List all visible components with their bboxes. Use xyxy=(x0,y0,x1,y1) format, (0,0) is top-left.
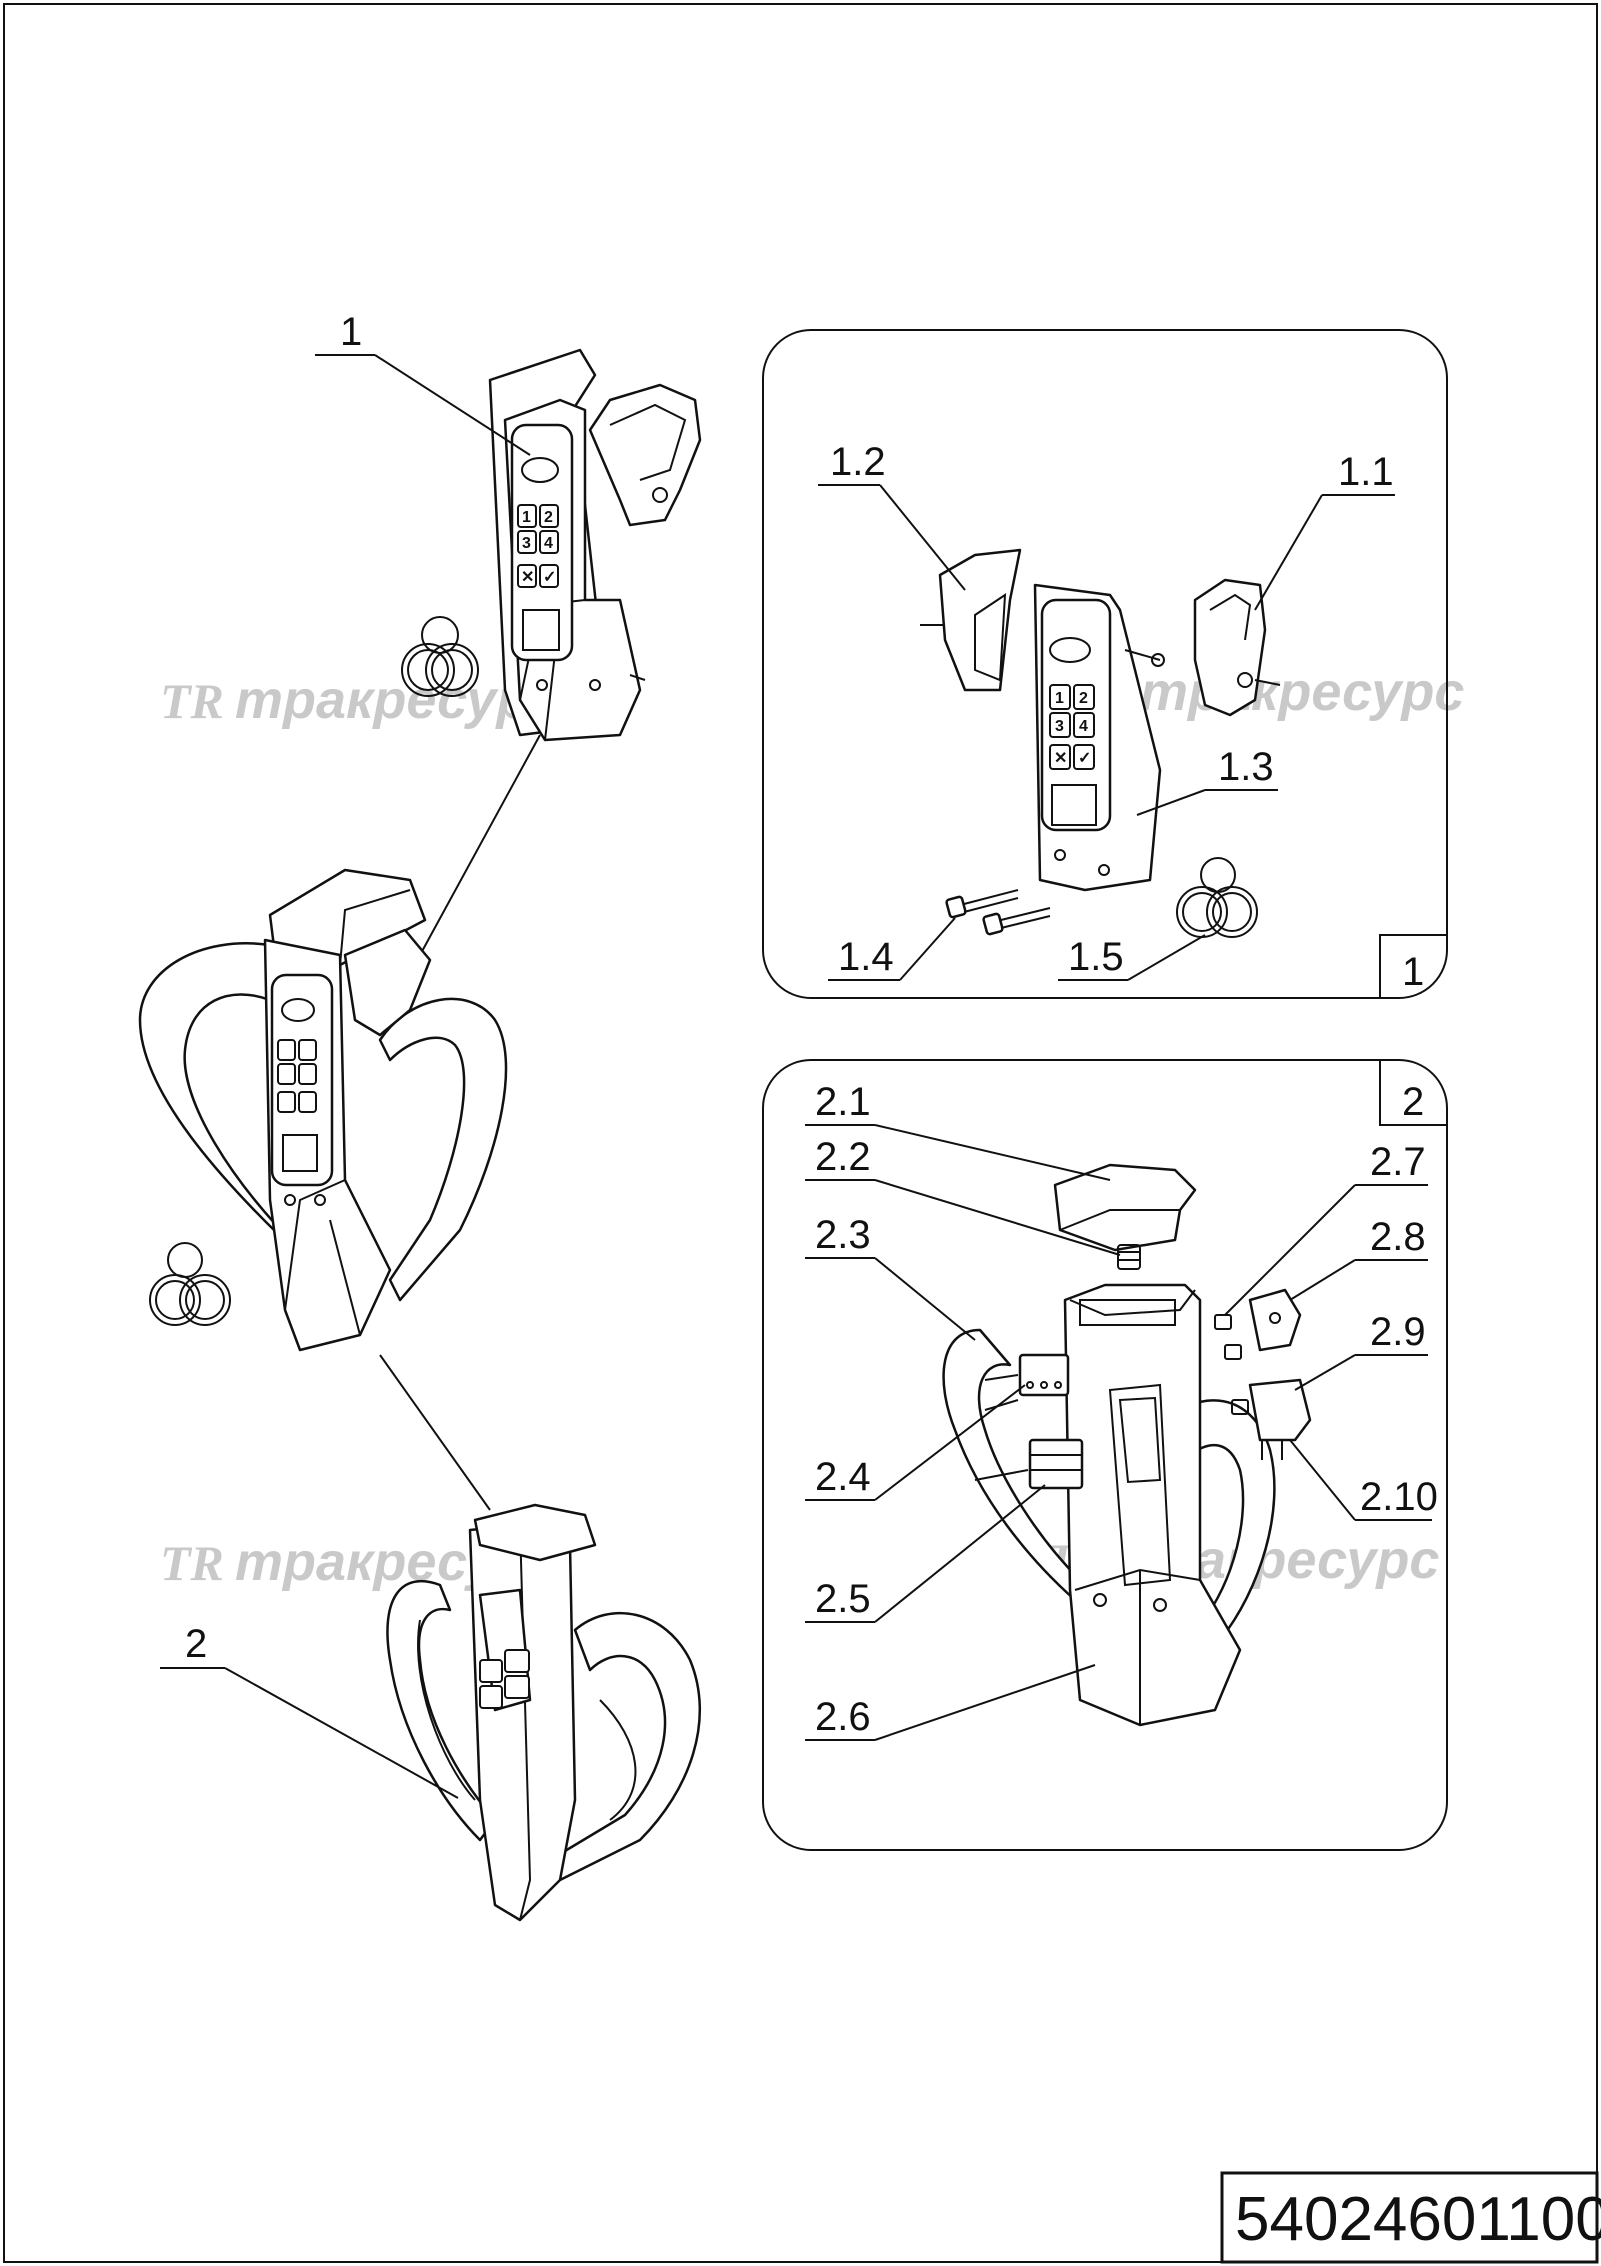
item-2-handle-rear xyxy=(386,1503,702,1922)
svg-text:✕: ✕ xyxy=(1054,750,1067,767)
assembled-handle-front xyxy=(138,868,508,1352)
leader-line xyxy=(379,1354,491,1511)
svg-text:✓: ✓ xyxy=(543,569,556,586)
key-rings-2 xyxy=(149,1242,231,1326)
svg-text:3: 3 xyxy=(522,535,531,552)
callout-1-1: 1.1 xyxy=(1254,450,1395,611)
callout-1-5: 1.5 xyxy=(1058,934,1206,981)
svg-text:1: 1 xyxy=(1055,690,1064,707)
watermark-left: TR тракресурс xyxy=(160,670,559,730)
svg-text:1.4: 1.4 xyxy=(838,935,894,979)
svg-text:2.8: 2.8 xyxy=(1370,1215,1426,1259)
svg-text:1.5: 1.5 xyxy=(1068,935,1124,979)
svg-text:2.10: 2.10 xyxy=(1360,1475,1438,1519)
leader-line xyxy=(419,734,541,956)
callout-2-5: 2.5 xyxy=(805,1484,1046,1623)
callout-2-10: 2.10 xyxy=(1289,1439,1438,1521)
svg-text:TR: TR xyxy=(160,1535,224,1591)
svg-text:1.2: 1.2 xyxy=(830,440,886,484)
svg-text:2.3: 2.3 xyxy=(815,1213,871,1257)
callout-2-4: 2.4 xyxy=(805,1384,1026,1501)
svg-text:TR: TR xyxy=(160,673,224,729)
callout-2-8: 2.8 xyxy=(1289,1215,1428,1301)
sheet-border xyxy=(3,3,1598,2263)
svg-text:3: 3 xyxy=(1055,718,1064,735)
callout-1-4: 1.4 xyxy=(828,917,956,981)
callout-2-2: 2.2 xyxy=(805,1135,1121,1256)
part-number-box: 540246011001 xyxy=(1220,2171,1601,2264)
svg-text:1: 1 xyxy=(522,509,531,526)
svg-text:1: 1 xyxy=(340,310,362,354)
group-1-panel: 1 1 2 3 4 ✕ ✓ xyxy=(762,329,1448,999)
svg-text:2.2: 2.2 xyxy=(815,1135,871,1179)
svg-text:✓: ✓ xyxy=(1078,750,1091,767)
svg-text:✕: ✕ xyxy=(521,569,534,586)
svg-text:2.1: 2.1 xyxy=(815,1080,871,1124)
svg-text:1: 1 xyxy=(1402,950,1424,994)
callout-2: 2 xyxy=(160,1622,459,1799)
callout-2-1: 2.1 xyxy=(805,1080,1111,1181)
svg-text:2.7: 2.7 xyxy=(1370,1140,1426,1184)
key-rings-1 xyxy=(401,616,479,697)
svg-text:1.1: 1.1 xyxy=(1338,450,1394,494)
callout-1-2: 1.2 xyxy=(818,440,966,591)
svg-text:2.6: 2.6 xyxy=(815,1695,871,1739)
svg-text:2: 2 xyxy=(1402,1080,1424,1124)
svg-text:1.3: 1.3 xyxy=(1218,745,1274,789)
group-2-panel: 2 xyxy=(762,1059,1448,1851)
svg-text:4: 4 xyxy=(544,535,553,552)
svg-text:4: 4 xyxy=(1079,718,1088,735)
callout-2-3: 2.3 xyxy=(805,1213,976,1341)
svg-text:тракресурс: тракресурс xyxy=(1140,662,1464,722)
svg-text:2.5: 2.5 xyxy=(815,1577,871,1621)
part-number: 540246011001 xyxy=(1235,2185,1601,2254)
svg-text:2: 2 xyxy=(544,509,553,526)
svg-text:2.9: 2.9 xyxy=(1370,1310,1426,1354)
callout-1: 1 xyxy=(315,310,531,456)
svg-text:2: 2 xyxy=(1079,690,1088,707)
item-1-keypad-housing: 1 2 3 4 ✕ ✓ xyxy=(488,348,702,742)
callout-2-9: 2.9 xyxy=(1294,1310,1428,1391)
callout-2-6: 2.6 xyxy=(805,1664,1096,1741)
svg-text:2.4: 2.4 xyxy=(815,1455,871,1499)
callout-2-7: 2.7 xyxy=(1224,1140,1428,1316)
svg-text:2: 2 xyxy=(185,1622,207,1666)
callout-1-3: 1.3 xyxy=(1136,745,1278,816)
